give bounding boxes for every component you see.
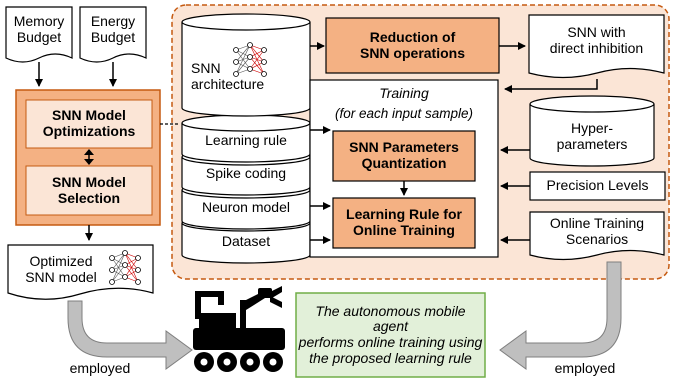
selection-label: SNN Model Selection — [52, 173, 126, 206]
online-scenarios-doc — [529, 211, 665, 261]
hyperparameters-cylinder — [529, 104, 655, 167]
optimizations-box — [25, 99, 153, 149]
quantization-box — [332, 130, 476, 182]
selection-box — [25, 165, 153, 216]
direct-inhibition-doc — [528, 14, 665, 79]
optimized-model-doc — [7, 244, 154, 300]
training-subtitle: (for each input sample) — [334, 106, 474, 122]
direct-inhibition-label: SNN with direct inhibition — [549, 24, 644, 56]
online-scenarios-label: Online Training Scenarios — [549, 215, 645, 247]
learning-rule-box — [332, 197, 476, 249]
agent-caption-box — [295, 292, 486, 378]
employed-right-label: employed — [554, 360, 616, 377]
spike-coding-label: Spike coding — [205, 165, 287, 182]
neuron-model-label: Neuron model — [202, 199, 290, 216]
dataset-label: Dataset — [221, 233, 271, 250]
cylinder-stack — [181, 13, 311, 264]
robot-agent-icon — [193, 286, 285, 372]
optimizations-label: SNN Model Optimizations — [42, 107, 136, 139]
learning-rule-box-label: Learning Rule for Online Training — [346, 206, 462, 238]
learning-rule-label: Learning rule — [205, 132, 287, 149]
precision-levels-label: Precision Levels — [546, 177, 649, 194]
training-title: Training — [379, 85, 429, 102]
optimized-model-label: Optimized SNN model — [25, 253, 97, 285]
snn-architecture-label: SNN architecture — [191, 60, 265, 92]
reduction-label: Reduction of SNN operations — [359, 28, 465, 61]
energy-budget-label: Energy Budget — [90, 13, 136, 45]
employed-arrow-right — [499, 261, 622, 370]
reduction-box — [325, 17, 500, 74]
energy-budget-doc — [79, 6, 147, 63]
memory-budget-doc — [5, 6, 73, 63]
quantization-label: SNN Parameters Quantization — [349, 139, 459, 171]
agent-caption: The autonomous mobile agent performs onl… — [298, 302, 483, 366]
hyperparameters-label: Hyper- parameters — [556, 120, 628, 152]
neural-network-icon — [233, 42, 267, 77]
employed-left-label: employed — [69, 360, 131, 377]
employed-arrow-left — [67, 300, 193, 370]
memory-budget-label: Memory Budget — [13, 13, 65, 45]
neural-network-icon — [109, 250, 141, 285]
